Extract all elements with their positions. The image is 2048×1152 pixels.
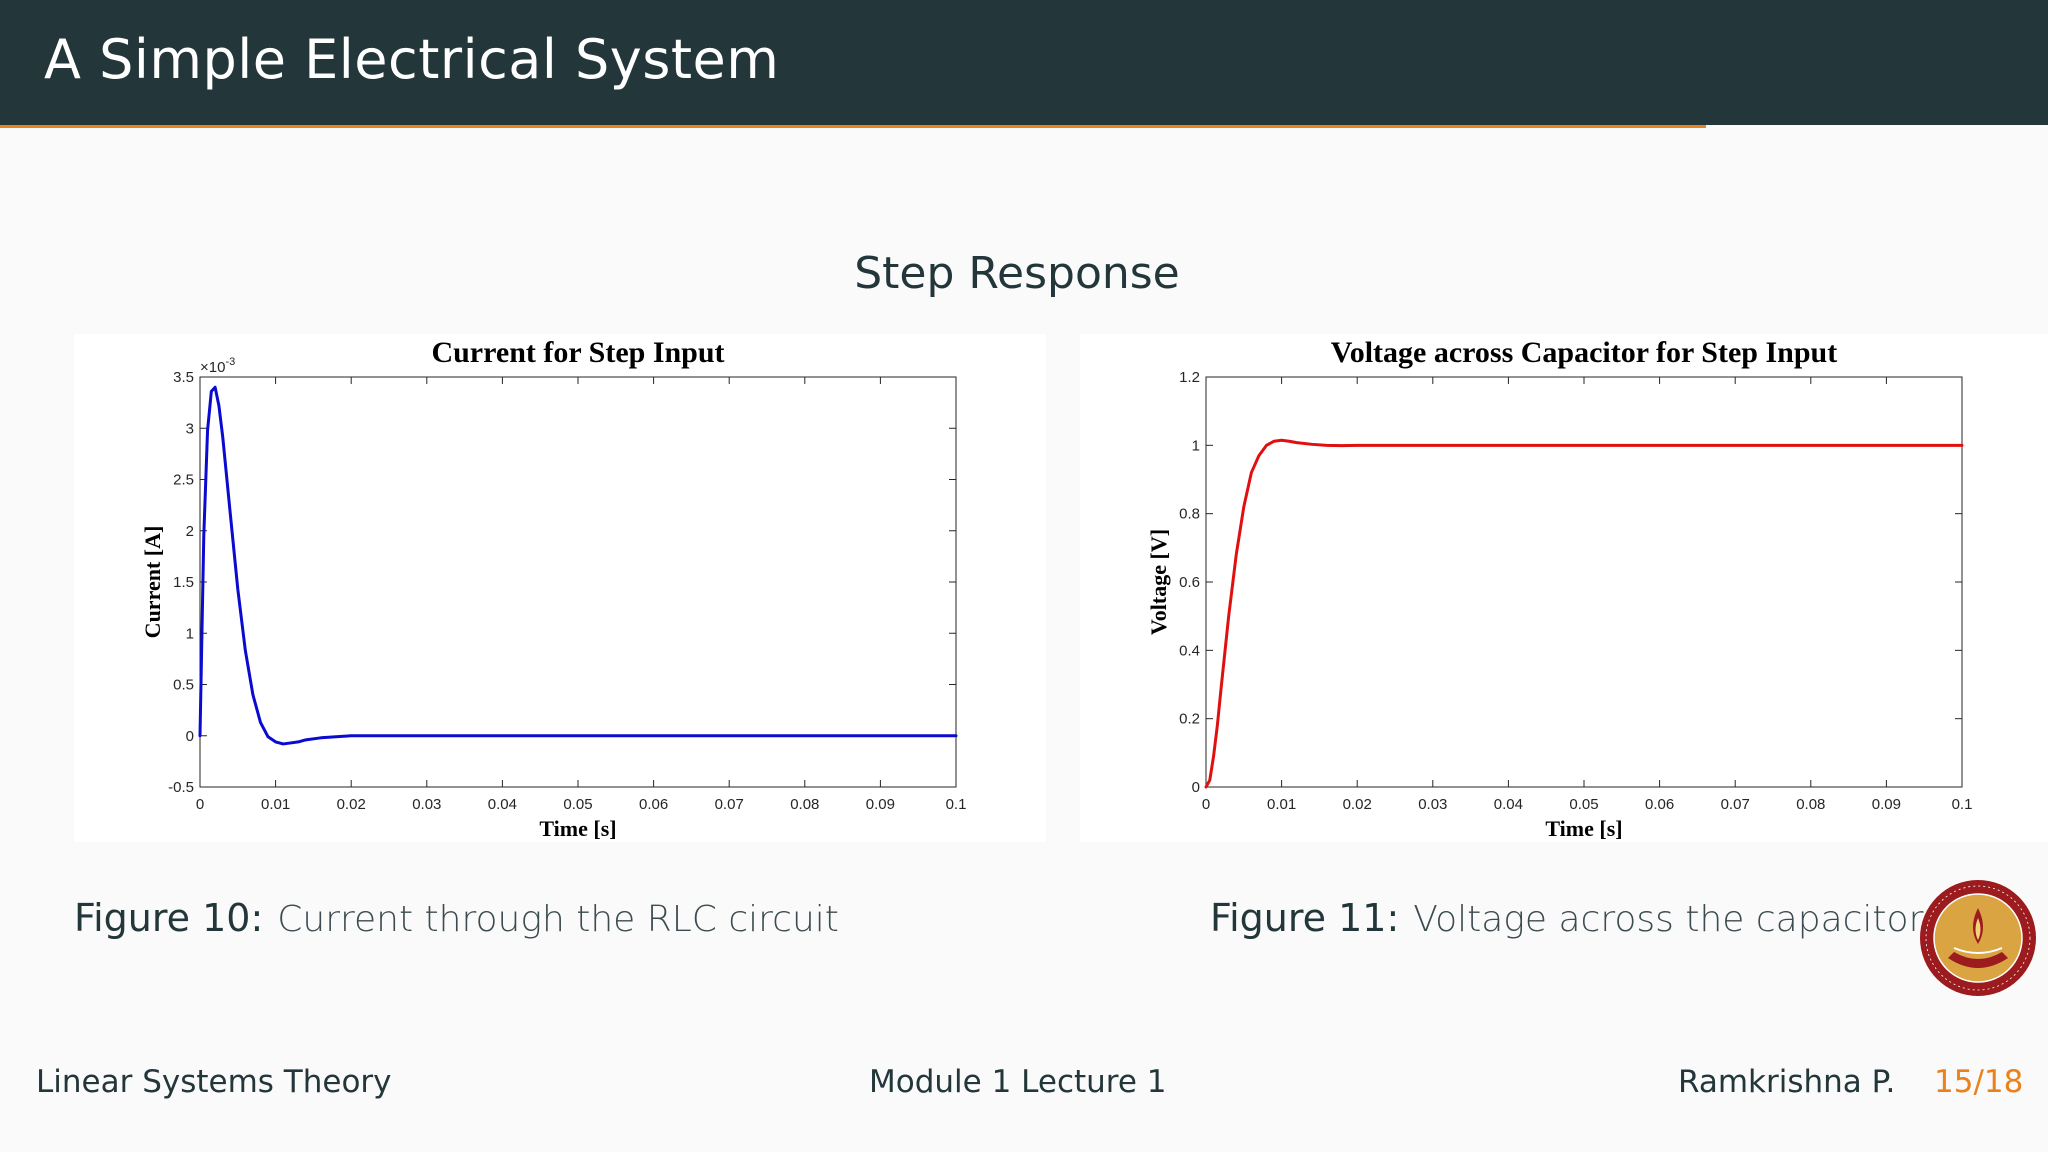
current-y-tick-label: 2.5	[173, 472, 194, 489]
voltage-y-tick-label: 0.8	[1179, 506, 1200, 523]
voltage-y-tick-label: 0.6	[1179, 574, 1200, 591]
current-y-axis-label: Current [A]	[140, 526, 165, 639]
voltage-x-tick-label: 0.06	[1645, 796, 1674, 813]
footer-course: Linear Systems Theory	[36, 1064, 392, 1100]
iit-madras-logo	[1920, 880, 2036, 996]
voltage-x-tick-label: 0.02	[1343, 796, 1372, 813]
current-x-tick-label: 0.02	[337, 796, 366, 813]
voltage-x-tick-label: 0.07	[1721, 796, 1750, 813]
voltage-chart: 0 0.01 0.02 0.03 0.04 0.05 0.06 0.07 0.08 0.09 0.1…	[1146, 336, 1973, 841]
current-y-multiplier: ×10-3	[200, 356, 235, 376]
title-bar: A Simple Electrical System	[0, 0, 2048, 125]
current-x-tick-label: 0.03	[412, 796, 441, 813]
voltage-axes-box	[1205, 376, 1963, 788]
voltage-x-tick-label: 0.01	[1267, 796, 1296, 813]
footer-module: Module 1 Lecture 1	[869, 1064, 1167, 1100]
voltage-y-tick-label: 1	[1192, 437, 1200, 454]
voltage-y-tick-label: 0	[1192, 779, 1200, 796]
current-x-tick-label: 0.04	[488, 796, 517, 813]
voltage-x-tick-label: 0.1	[1952, 796, 1973, 813]
voltage-x-tick-label: 0.03	[1418, 796, 1447, 813]
current-x-tick-label: 0.07	[715, 796, 744, 813]
voltage-x-tick-label: 0.05	[1569, 796, 1598, 813]
current-y-tick-label: 0.5	[173, 677, 194, 694]
voltage-y-tick-label: 0.2	[1179, 711, 1200, 728]
current-y-multiplier-exponent: -3	[225, 356, 235, 368]
current-chart: 0 0.01 0.02 0.03 0.04 0.05 0.06 0.07 0.08 0.09 0.1…	[140, 336, 967, 841]
current-series-line	[198, 385, 958, 746]
current-y-tick-label: 3.5	[173, 369, 194, 386]
current-x-tick-label: 0.08	[790, 796, 819, 813]
voltage-x-tick-label: 0.04	[1494, 796, 1523, 813]
current-y-tick-label: -0.5	[168, 779, 194, 796]
current-x-tick-label: 0.09	[866, 796, 895, 813]
current-chart-title: Current for Step Input	[431, 336, 724, 369]
voltage-series-line	[1204, 438, 1964, 789]
voltage-y-axis-label: Voltage [V]	[1146, 529, 1171, 635]
current-y-tick-label: 2	[186, 523, 194, 540]
figure-11-caption: Figure 11: Voltage across the capacitor	[1210, 896, 1923, 940]
figure-11-label: Figure 11:	[1210, 896, 1400, 940]
current-y-tick-label: 3	[186, 420, 194, 437]
slide-subtitle: Step Response	[854, 248, 1180, 299]
current-x-tick-label: 0.1	[946, 796, 967, 813]
current-y-tick-label: 0	[186, 728, 194, 745]
voltage-x-axis-label: Time [s]	[1545, 816, 1622, 841]
figure-10-text: Current through the RLC circuit	[277, 899, 839, 940]
footer-page-number: 15/18	[1934, 1064, 2024, 1100]
current-axes-box	[199, 376, 957, 788]
current-x-tick-label: 0.06	[639, 796, 668, 813]
figure-voltage-panel: 0 0.01 0.02 0.03 0.04 0.05 0.06 0.07 0.08 0.09 0.1…	[1080, 334, 2048, 842]
progress-bar	[0, 125, 1706, 128]
current-y-tick-label: 1.5	[173, 574, 194, 591]
current-x-tick-label: 0.01	[261, 796, 290, 813]
figure-10-caption: Figure 10: Current through the RLC circui…	[74, 896, 839, 940]
voltage-x-tick-label: 0.08	[1796, 796, 1825, 813]
slide-title: A Simple Electrical System	[44, 28, 780, 91]
voltage-x-tick-label: 0.09	[1872, 796, 1901, 813]
current-x-axis-label: Time [s]	[539, 816, 616, 841]
voltage-x-tick-label: 0	[1202, 796, 1210, 813]
figure-current-panel: 0 0.01 0.02 0.03 0.04 0.05 0.06 0.07 0.08 0.09 0.1…	[74, 334, 1046, 842]
current-y-tick-label: 1	[186, 625, 194, 642]
voltage-chart-title: Voltage across Capacitor for Step Input	[1331, 336, 1837, 369]
current-x-tick-label: 0	[196, 796, 204, 813]
voltage-y-tick-label: 0.4	[1179, 642, 1200, 659]
figure-10-label: Figure 10:	[74, 896, 264, 940]
figure-11-text: Voltage across the capacitor	[1413, 899, 1924, 940]
voltage-y-tick-label: 1.2	[1179, 369, 1200, 386]
footer-author: Ramkrishna P.	[1678, 1064, 1896, 1100]
current-x-tick-label: 0.05	[563, 796, 592, 813]
